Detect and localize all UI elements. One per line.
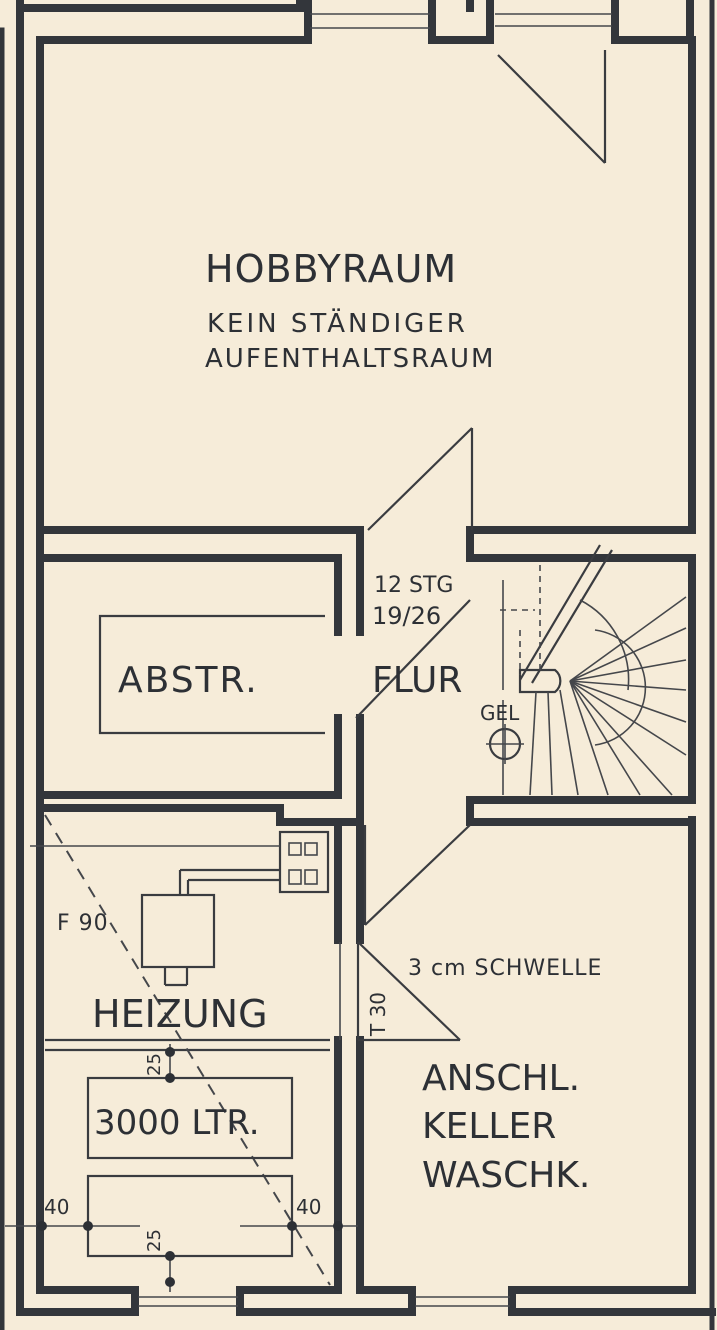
fire-rating-label: F 90 — [57, 911, 109, 936]
heating-door-rating: T 30 — [366, 992, 390, 1037]
stairs-steps-label: 12 STG — [374, 573, 453, 598]
utility-room-label-2: KELLER — [422, 1106, 556, 1147]
hobby-room-note-2: AUFENTHALTSRAUM — [205, 344, 495, 374]
hobby-room-label: HOBBYRAUM — [205, 247, 457, 291]
oil-tank — [5, 1044, 358, 1292]
doors — [339, 50, 607, 1042]
heating-equipment — [30, 814, 331, 1286]
tank-dim-bottom: 25 — [144, 1229, 165, 1252]
utility-room-label-3: WASCHK. — [422, 1155, 590, 1196]
railing-label: GEL — [480, 701, 520, 725]
heating-room-label: HEIZUNG — [92, 992, 268, 1036]
threshold-label: 3 cm SCHWELLE — [408, 956, 602, 981]
tank-dim-top: 25 — [144, 1053, 165, 1076]
staircase — [486, 544, 687, 796]
tank-dim-right: 40 — [296, 1195, 321, 1219]
hobby-room-note-1: KEIN STÄNDIGER — [207, 307, 468, 339]
storage-room-label: ABSTR. — [118, 660, 259, 701]
labels: HOBBYRAUM KEIN STÄNDIGER AUFENTHALTSRAUM… — [44, 247, 602, 1252]
storage-shelf — [98, 614, 325, 735]
tank-capacity-label: 3000 LTR. — [94, 1103, 260, 1143]
tank-dim-left: 40 — [44, 1195, 69, 1219]
utility-room-label-1: ANSCHL. — [422, 1058, 580, 1099]
hall-label: FLUR — [372, 660, 462, 701]
stairs-ratio-label: 19/26 — [372, 602, 441, 630]
